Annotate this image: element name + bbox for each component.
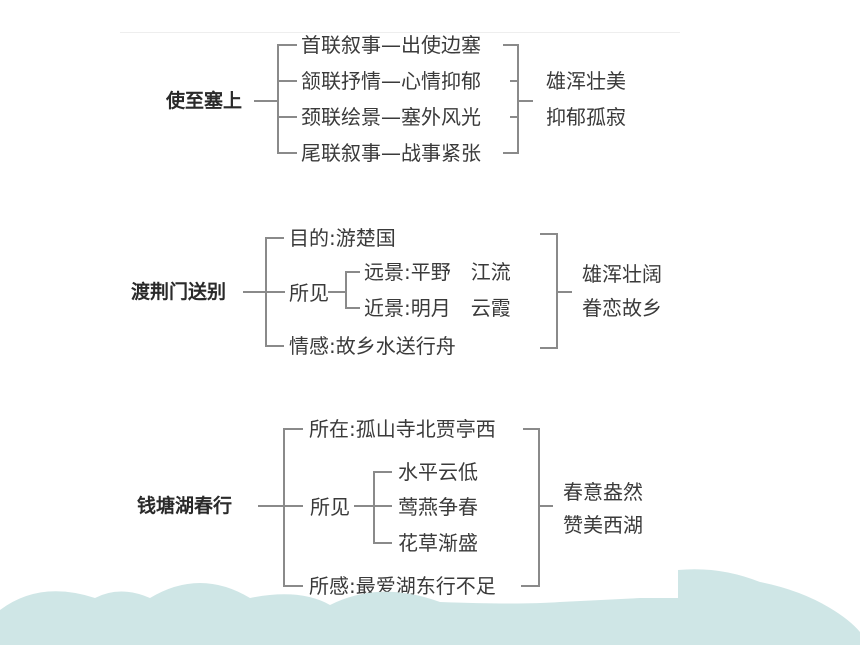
top-divider (120, 32, 680, 33)
poem3-seen-item-1: 水平云低 (398, 460, 478, 484)
poem3-seen: 所见 (310, 495, 350, 519)
poem3-feeling: 所感:最爱湖东行不足 (309, 574, 496, 598)
poem3-title: 钱塘湖春行 (137, 495, 233, 517)
poem1-line-3: 颈联绘景—塞外风光 (301, 105, 481, 129)
poem3-seen-item-3: 花草渐盛 (398, 531, 478, 555)
poem1-theme-1: 雄浑壮美 (546, 69, 626, 93)
poem2-purpose: 目的:游楚国 (289, 226, 396, 250)
poem3-location: 所在:孤山寺北贾亭西 (309, 417, 496, 441)
poem2-far: 远景:平野 江流 (364, 260, 511, 284)
cloud-decoration (0, 569, 860, 645)
poem2-theme-1: 雄浑壮阔 (582, 262, 662, 286)
poem2-feeling: 情感:故乡水送行舟 (289, 334, 456, 358)
poem3-seen-item-2: 莺燕争春 (398, 495, 478, 519)
poem2-theme-2: 眷恋故乡 (582, 296, 662, 320)
poem1-line-4: 尾联叙事—战事紧张 (301, 141, 481, 165)
poem2-seen: 所见 (289, 281, 329, 305)
poem1-line-1: 首联叙事—出使边塞 (301, 33, 481, 57)
poem1-title: 使至塞上 (166, 90, 243, 112)
poem3-theme-1: 春意盎然 (563, 480, 643, 504)
poem2-near: 近景:明月 云霞 (364, 296, 511, 320)
poem1-theme-2: 抑郁孤寂 (546, 105, 626, 129)
poem1-line-2: 颔联抒情—心情抑郁 (301, 69, 481, 93)
poem3-theme-2: 赞美西湖 (563, 513, 643, 537)
poem2-title: 渡荆门送别 (131, 281, 227, 303)
